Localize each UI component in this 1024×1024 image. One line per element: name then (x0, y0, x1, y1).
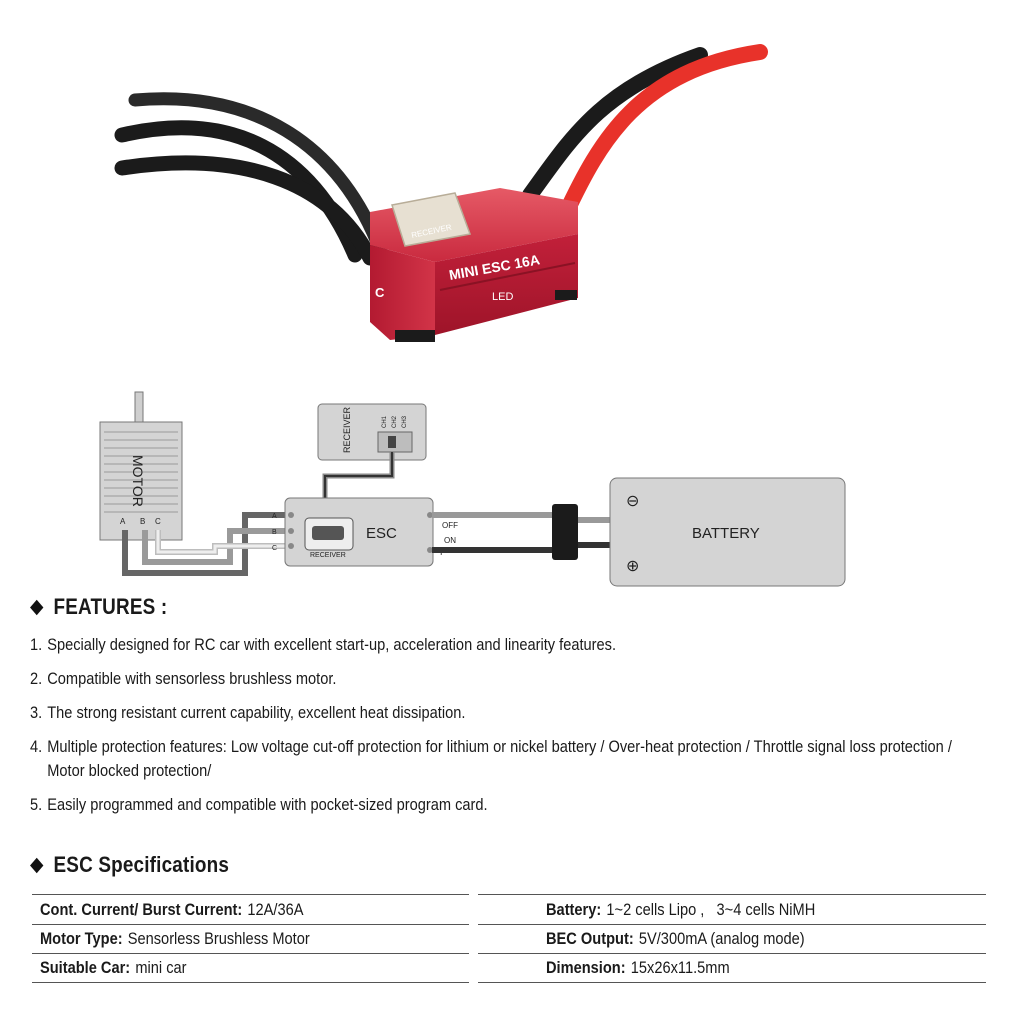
features-heading: FEATURES : (30, 594, 168, 620)
feature-number: 1. (30, 635, 43, 654)
spec-rule (32, 924, 469, 925)
spec-rule (478, 894, 986, 895)
feature-text: Easily programmed and compatible with po… (47, 795, 488, 814)
diamond-bullet-icon (30, 599, 44, 615)
esc-phase-a: A (272, 513, 277, 520)
motor-body (99, 421, 183, 541)
esc-front-face (370, 245, 435, 340)
motor-shaft (134, 391, 144, 423)
spec-rule (478, 953, 986, 954)
features-title: FEATURES : (53, 594, 168, 619)
spec-label: Battery: (546, 900, 602, 919)
feature-number: 4. (30, 737, 43, 756)
battery-neg-symbol: ⊖ (626, 493, 639, 510)
battery-pos-symbol: ⊕ (626, 558, 639, 575)
feature-text: Multiple protection features: Low voltag… (47, 737, 952, 780)
motor-label: MOTOR (130, 455, 146, 507)
specs-heading: ESC Specifications (30, 852, 230, 878)
receiver-ch2: CH2 (392, 415, 398, 428)
spec-row-motor-type: Motor Type: Sensorless Brushless Motor (40, 925, 310, 953)
battery-box (609, 477, 846, 587)
esc-phase-b: B (272, 529, 277, 536)
spec-value: Sensorless Brushless Motor (127, 929, 310, 948)
receiver-ch3: CH3 (402, 415, 408, 428)
switch-off-label: OFF (442, 521, 458, 530)
spec-value: 15x26x11.5mm (630, 958, 730, 977)
receiver-ch1: CH1 (382, 415, 388, 428)
spec-row-battery: Battery: 1~2 cells Lipo , 3~4 cells NiMH (546, 896, 815, 924)
spec-row-dimension: Dimension: 15x26x11.5mm (546, 954, 730, 982)
specs-title: ESC Specifications (53, 852, 230, 877)
feature-text: Compatible with sensorless brushless mot… (47, 669, 337, 688)
spec-label: BEC Output: (546, 929, 634, 948)
battery-label: BATTERY (692, 525, 760, 542)
spec-rule (478, 924, 986, 925)
feature-text: Specially designed for RC car with excel… (47, 635, 617, 654)
battery-connector (552, 504, 578, 560)
feature-item: 2. Compatible with sensorless brushless … (30, 667, 976, 691)
wiring-diagram: MOTOR A B C RECEIVER CH1 CH2 CH3 RECEIVE… (99, 391, 846, 587)
spec-label: Dimension: (546, 958, 626, 977)
feature-number: 5. (30, 795, 43, 814)
diamond-bullet-icon (30, 857, 44, 873)
product-phase-a: A (340, 260, 350, 275)
product-phase-c: C (375, 285, 385, 300)
spec-row-suitable-car: Suitable Car: mini car (40, 954, 187, 982)
feature-text: The strong resistant current capability,… (47, 703, 466, 722)
spec-value: 5V/300mA (analog mode) (638, 929, 805, 948)
feature-item: 3. The strong resistant current capabili… (30, 701, 976, 725)
motor-wire-c (128, 92, 389, 262)
features-list: 1. Specially designed for RC car with ex… (30, 633, 976, 827)
feature-item: 5. Easily programmed and compatible with… (30, 793, 976, 817)
battery-wire-black (522, 47, 708, 203)
spec-row-bec-output: BEC Output: 5V/300mA (analog mode) (546, 925, 805, 953)
spec-label: Suitable Car: (40, 958, 131, 977)
feature-item: 1. Specially designed for RC car with ex… (30, 633, 976, 657)
esc-product-photo: RECEIVER A B C MINI ESC 16A LED (114, 44, 768, 342)
spec-value: mini car (135, 958, 187, 977)
receiver-port (391, 192, 472, 247)
feature-item: 4. Multiple protection features: Low vol… (30, 735, 976, 783)
product-led-label: LED (492, 291, 513, 303)
receiver-label: RECEIVER (342, 406, 352, 453)
spec-label: Cont. Current/ Burst Current: (40, 900, 243, 919)
esc-phase-c: C (272, 545, 277, 552)
battery-wire-red (557, 44, 768, 223)
motor-phase-b: B (140, 517, 145, 526)
spec-value: 12A/36A (247, 900, 304, 919)
feature-number: 2. (30, 669, 43, 688)
feature-number: 3. (30, 703, 43, 722)
motor-phase-a: A (120, 517, 126, 526)
spec-row-current: Cont. Current/ Burst Current: 12A/36A (40, 896, 304, 924)
spec-rule (32, 953, 469, 954)
switch-on-label: ON (444, 536, 456, 545)
spec-rule (478, 982, 986, 983)
product-phase-b: B (358, 271, 367, 286)
motor-phase-c: C (155, 517, 161, 526)
spec-label: Motor Type: (40, 929, 123, 948)
motor-wire-b (114, 155, 378, 266)
spec-value: 1~2 cells Lipo , 3~4 cells NiMH (606, 900, 816, 919)
esc-receiver-label: RECEIVER (310, 552, 346, 559)
spec-rule (32, 894, 469, 895)
esc-label: ESC (366, 525, 397, 542)
esc-right-face (435, 234, 578, 335)
spec-rule (32, 982, 469, 983)
